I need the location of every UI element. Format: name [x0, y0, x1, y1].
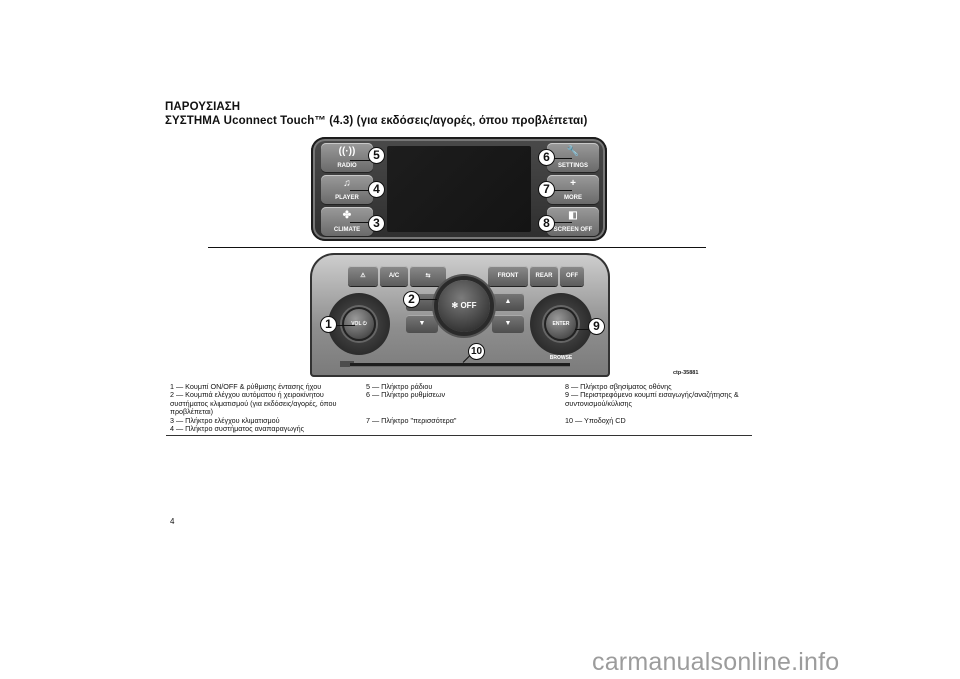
rear-defrost-button[interactable]: REAR [530, 266, 558, 286]
front-defrost-button[interactable]: FRONT [488, 266, 528, 286]
ac-button[interactable]: A/C [380, 266, 408, 286]
display-screen [387, 146, 531, 232]
temp-down-button[interactable]: ▼ [492, 315, 524, 333]
callout-pointer [575, 329, 593, 330]
player-button[interactable]: ♫ PLAYER [321, 175, 373, 204]
legend-item: 8 — Πλήκτρο σβησίματος οθόνης [565, 382, 672, 391]
legend-item: 4 — Πλήκτρο συστήματος αναπαραγωγής [170, 424, 305, 434]
plus-icon: + [570, 178, 576, 189]
legend-column-3: 8 — Πλήκτρο σβησίματος οθόνης 9 — Περιστ… [565, 382, 755, 425]
figure-subtitle: ΣΥΣΤΗΜΑ Uconnect Touch™ (4.3) (για εκδόσ… [165, 115, 588, 127]
watermark: carmanualsonline.info [592, 648, 840, 676]
callout-7: 7 [538, 181, 555, 198]
ac-icon: A/C [388, 273, 400, 279]
radio-antenna-icon: ((·)) [338, 146, 356, 157]
callout-pointer [335, 325, 355, 326]
callout-pointer [350, 222, 372, 223]
screen-off-button[interactable]: ◧ SCREEN OFF [547, 207, 599, 236]
legend-item: 7 — Πλήκτρο "περισσότερα" [366, 415, 457, 425]
callout-5: 5 [368, 147, 385, 164]
wrench-icon: 🔧 [566, 146, 580, 157]
callout-pointer [550, 222, 572, 223]
callout-9: 9 [588, 318, 605, 335]
callout-10: 10 [468, 343, 485, 360]
recirculation-button[interactable]: ⇆ [410, 266, 446, 286]
legend-column-1: 1 — Κουμπί ON/OFF & ρύθμισης έντασης ήχο… [170, 382, 360, 434]
legend-item: 1 — Κουμπί ON/OFF & ρύθμισης έντασης ήχο… [170, 382, 322, 391]
arrow-up-icon: ▲ [504, 298, 512, 305]
cd-slot-end [340, 361, 354, 367]
settings-button[interactable]: 🔧 SETTINGS [547, 143, 599, 172]
climate-control-panel: ⚠ A/C ⇆ FRONT REAR OFF ▼ ▲ ▼ ✻ OFF VOL ⏻… [310, 253, 610, 377]
callout-pointer [550, 190, 572, 191]
legend-item: 2 — Κουμπιά ελέγχου αυτόματου ή χειροκίν… [170, 390, 337, 417]
callout-3: 3 [368, 215, 385, 232]
left-down-button[interactable]: ▼ [406, 315, 438, 333]
arrow-down-icon: ▼ [418, 320, 426, 327]
callout-6: 6 [538, 149, 555, 166]
callout-pointer [350, 190, 372, 191]
cd-slot[interactable] [350, 363, 570, 367]
more-button[interactable]: + MORE [547, 175, 599, 204]
legend-bottom-rule [166, 435, 752, 436]
media-player-icon: ♫ [343, 178, 351, 189]
front-defrost-icon: FRONT [497, 273, 519, 279]
legend-item: 6 — Πλήκτρο ρυθμίσεων [366, 390, 446, 400]
arrow-down-icon: ▼ [504, 320, 512, 327]
callout-4: 4 [368, 181, 385, 198]
seatbelt-off-button[interactable]: OFF [560, 266, 584, 286]
hazard-button[interactable]: ⚠ [348, 266, 378, 286]
figure-divider [208, 247, 706, 248]
legend-item: 10 — Υποδοχή CD [565, 415, 626, 425]
legend-item: 3 — Πλήκτρο ελέγχου κλιματισμού [170, 415, 280, 425]
legend-item: 9 — Περιστρεφόμενο κουμπί εισαγωγής/αναζ… [565, 390, 739, 408]
rear-defrost-icon: REAR [535, 273, 553, 279]
fan-off-knob[interactable]: ✻ OFF [438, 280, 490, 332]
callout-pointer [415, 299, 437, 300]
seatbelt-off-icon: OFF [566, 273, 578, 279]
callout-pointer [550, 158, 572, 159]
section-title: ΠΑΡΟΥΣΙΑΣΗ [165, 101, 241, 113]
volume-knob[interactable]: VOL ⏻ [342, 307, 376, 341]
radio-button[interactable]: ((·)) RADIO [321, 143, 373, 172]
callout-1: 1 [320, 316, 337, 333]
legend-item: 5 — Πλήκτρο ράδιου [366, 382, 433, 391]
fan-icon: ✤ [342, 210, 352, 221]
recirculation-icon: ⇆ [425, 273, 431, 279]
figure-id: ctp-35881 [673, 370, 699, 376]
temp-up-button[interactable]: ▲ [492, 293, 524, 311]
callout-8: 8 [538, 215, 555, 232]
callout-pointer [350, 160, 372, 161]
touchscreen-panel: ((·)) RADIO ♫ PLAYER ✤ CLIMATE 🔧 SETTING… [311, 137, 607, 241]
tune-browse-knob[interactable]: ENTER BROWSE [544, 307, 578, 361]
page-number: 4 [170, 517, 175, 526]
hazard-icon: ⚠ [360, 273, 366, 279]
screen-off-icon: ◧ [568, 210, 578, 221]
climate-button[interactable]: ✤ CLIMATE [321, 207, 373, 236]
legend-column-2: 5 — Πλήκτρο ράδιου 6 — Πλήκτρο ρυθμίσεων… [366, 382, 556, 425]
callout-2: 2 [403, 291, 420, 308]
